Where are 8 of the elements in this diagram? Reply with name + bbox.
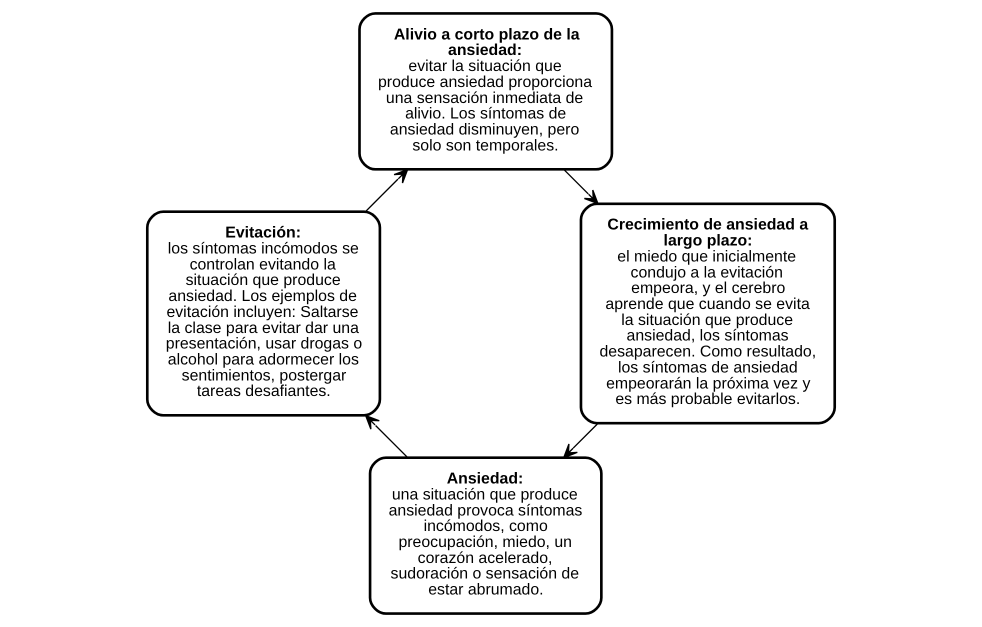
node-box: Alivio a corto plazo de la ansiedad: evitar la situación que produce ansiedad proporciona una sensación inmediata de alivio. Los síntomas de ansiedad disminuyen, pero solo son temporales. xyxy=(358,12,614,171)
arrow xyxy=(564,169,599,204)
node-box: Ansiedad: una situación que produce ansiedad provoca síntomas incómodos, como preocupación, miedo, un corazón acelerado, sudoración o sensación de estar abrumado. xyxy=(368,456,603,615)
arrow xyxy=(365,168,408,212)
node-box: Evitación: los síntomas incómodos se controlan evitando la situación que produce ansiedad. Los ejemplos de evitación incluyen: Saltarse la clase para evitar dar una presentación, usar drogas o alcohol para adormecer los sentimientos, postergar tareas desafiantes. xyxy=(146,210,382,417)
arrow xyxy=(563,422,599,458)
arrow xyxy=(365,414,408,458)
node-box: Crecimiento de ansiedad a largo plazo: el miedo que inicialmente condujo a la evitación empeora, y el cerebro aprende que cuando se evita la situación que produce ansiedad, los síntomas desaparecen. Como resultado, los síntomas de ansiedad empeorarán la próxima vez y es más probable evitarlos. xyxy=(580,202,836,425)
